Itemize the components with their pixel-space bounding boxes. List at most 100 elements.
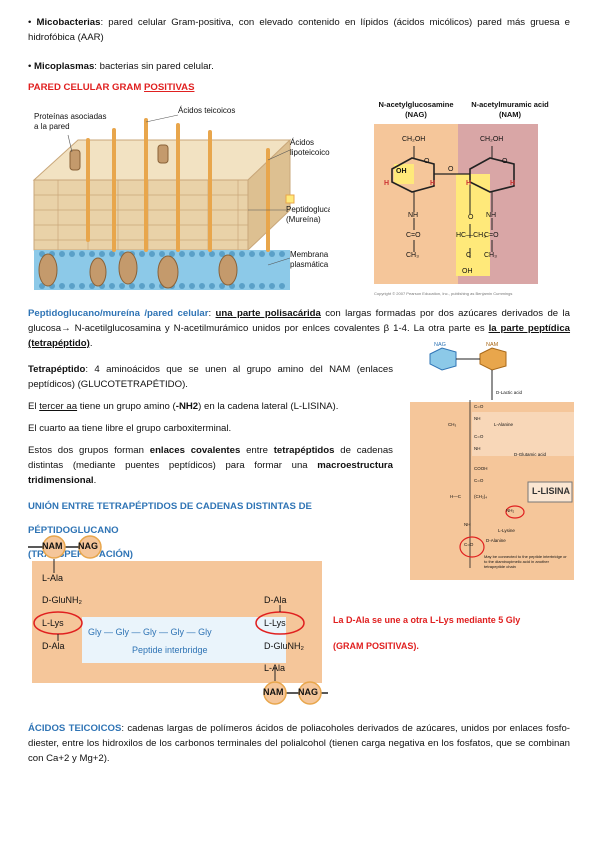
caption-line2: (GRAM POSITIVAS). bbox=[333, 641, 419, 651]
heading-subline: (TRANSPEPTIDACIÓN) bbox=[28, 549, 133, 560]
gly-3: Gly bbox=[143, 627, 157, 637]
groups-paragraph: Estos dos grupos forman enlaces covalent… bbox=[28, 443, 393, 488]
nag-nam-figure: N-acetylglucosamine (NAG) N-acetylmurami… bbox=[374, 100, 562, 300]
tetra-hc: H—C bbox=[450, 494, 461, 499]
micoplasmas-paragraph: • Micoplasmas: bacterias sin pared celul… bbox=[28, 59, 570, 74]
tetra-lysine: L-Lysine bbox=[498, 528, 515, 533]
nam-title: N-acetylmuramic acid (NAM) bbox=[471, 100, 549, 119]
label-proteins: Proteínas asociadas a la pared bbox=[34, 112, 107, 131]
bullet: • bbox=[28, 17, 32, 28]
micobacterias-text: : pared celular Gram-positiva, con eleva… bbox=[28, 17, 570, 43]
colon: : bbox=[208, 308, 216, 319]
bridge-lala-left: L-Ala bbox=[42, 573, 64, 583]
micoplasmas-text: : bacterias sin pared celular. bbox=[94, 61, 214, 72]
tetra-co-3: C=O bbox=[474, 478, 484, 483]
sugar-structures bbox=[374, 124, 538, 284]
text: El bbox=[28, 401, 40, 412]
nam-o: O bbox=[468, 214, 474, 221]
tetra-co-4: C=O bbox=[464, 542, 474, 547]
text: ) en la cadena lateral (L-LISINA). bbox=[198, 401, 339, 412]
third-aa: tercer aa bbox=[39, 401, 78, 412]
gly-4: Gly bbox=[170, 627, 185, 637]
tetra-co-1: C=O bbox=[474, 404, 484, 409]
gly-5: Gly bbox=[198, 627, 212, 637]
bridge-llys-right: L-Lys bbox=[264, 618, 286, 628]
bridge-nag-bottom: NAG bbox=[298, 687, 318, 697]
nag-ch3: CH₃ bbox=[406, 252, 419, 259]
tetra-nag: NAG bbox=[434, 342, 446, 348]
label-membrane: Membrana plasmática bbox=[290, 250, 329, 269]
bridge-llys-left: L-Lys bbox=[42, 618, 64, 628]
heading-underlined: POSITIVAS bbox=[144, 82, 195, 93]
tetra-nam: NAM bbox=[486, 342, 499, 348]
nag-co: C=O bbox=[406, 232, 421, 239]
covalent-bonds: enlaces covalentes bbox=[149, 445, 241, 456]
nam-c: C bbox=[466, 252, 472, 259]
gram-positive-wall-figure: Ácidos teicoicos Proteínas asociadas a l… bbox=[28, 100, 330, 300]
period: . bbox=[93, 475, 97, 486]
gly-1: Gly bbox=[88, 627, 102, 637]
teichoic-paragraph: ÁCIDOS TEICOICOS: cadenas largas de polí… bbox=[28, 721, 570, 766]
bridge-o: O bbox=[448, 166, 454, 173]
section-heading-gram-positive: PARED CELULAR GRAM POSITIVAS bbox=[28, 82, 194, 93]
nam-oh: OH bbox=[462, 268, 473, 275]
tetra-nh-1: NH bbox=[474, 416, 481, 421]
bridge-dglunh2-left: D-GluNH₂ bbox=[42, 595, 82, 605]
peptidoglycan-paragraph: Peptidoglucano/mureína /pared celular: u… bbox=[28, 306, 570, 351]
peptidoglycan-title: Peptidoglucano/mureína /pared celular bbox=[28, 308, 209, 319]
tetra-ch3: CH₃ bbox=[448, 422, 457, 427]
tetra-alanine: L-Alanine bbox=[494, 422, 514, 427]
caption-line1: La D-Ala se une a otra L-Lys mediante 5 … bbox=[333, 615, 521, 625]
tetrapeptide-text: : 4 aminoácidos que se unen al grupo ami… bbox=[28, 364, 393, 390]
peptidoglycan-text: con largas formadas por dos azúcares der… bbox=[28, 308, 570, 334]
gly-2: Gly bbox=[115, 627, 130, 637]
nag-ch2oh: CH₂OH bbox=[402, 136, 426, 143]
period: . bbox=[89, 338, 93, 349]
peptide-part: la parte peptídica (tetrapéptido) bbox=[28, 323, 571, 349]
text: de cadenas distintas (mediante puentes p… bbox=[28, 445, 393, 471]
tetra-co-2: C=O bbox=[474, 434, 484, 439]
polysaccharide-part: una parte polisacárida bbox=[215, 308, 321, 319]
nam-ch3: CH₃ bbox=[484, 252, 497, 259]
tetrapeptides: tetrapéptidos bbox=[273, 445, 335, 456]
nag-h-left: H bbox=[384, 180, 390, 187]
label-lipoteichoic: Ácidos lipoteicoicos bbox=[290, 138, 330, 157]
nam-ch2oh: CH₂OH bbox=[480, 136, 504, 143]
tetra-glutamic: D-Glutamic acid bbox=[514, 452, 547, 457]
teichoic-text: : cadenas largas de polímeros ácidos de … bbox=[28, 723, 571, 764]
text: El cuarto aa tiene libre el grupo carbox… bbox=[28, 423, 232, 434]
bridge-nag-top: NAG bbox=[78, 541, 98, 551]
heading-line: UNIÓN ENTRE TETRAPÉPTIDOS DE CADENAS DIS… bbox=[28, 501, 312, 536]
tetra-nh-2: NH bbox=[474, 446, 481, 451]
label-teichoic: Ácidos teicoicos bbox=[178, 106, 236, 115]
nam-nh: NH bbox=[486, 212, 497, 219]
text: entre bbox=[240, 445, 274, 456]
tetrapeptide-title: Tetrapéptido bbox=[28, 364, 86, 375]
nag-copyright: Copyright © 2007 Pearson Education, Inc.… bbox=[374, 291, 513, 296]
bullet: • bbox=[28, 61, 32, 72]
bridge-dala-left: D-Ala bbox=[42, 641, 65, 651]
fourth-aa-paragraph: El cuarto aa tiene libre el grupo carbox… bbox=[28, 421, 393, 436]
third-aa-paragraph: El tercer aa tiene un grupo amino (-NH2)… bbox=[28, 399, 393, 414]
text: tiene un grupo amino ( bbox=[77, 401, 176, 412]
macrostructure: macroestructura tridimensional bbox=[28, 460, 393, 486]
tetrapeptide-structure-figure: NAG NAM D-Lactic acid C=O NH L-Alanine C… bbox=[402, 342, 577, 582]
nh2-group: -NH2 bbox=[175, 401, 199, 412]
tetra-lactic: D-Lactic acid bbox=[496, 390, 523, 395]
bridge-nam-top: NAM bbox=[42, 541, 63, 551]
bridge-caption: La D-Ala se une a otra L-Lys mediante 5 … bbox=[333, 607, 583, 659]
tetrapeptide-illustration bbox=[410, 347, 574, 580]
section-heading-transpeptidation: UNIÓN ENTRE TETRAPÉPTIDOS DE CADENAS DIS… bbox=[28, 495, 398, 567]
bridge-interbridge-label: Peptide interbridge bbox=[132, 645, 208, 655]
nam-hc-ch3: HC—CH₃ bbox=[456, 232, 487, 239]
micobacterias-paragraph: • Micobacterias: pared celular Gram-posi… bbox=[28, 15, 570, 45]
label-peptidoglycan: Peptidoglucano (Mureína) bbox=[286, 205, 330, 224]
bridge-lala-right: L-Ala bbox=[264, 663, 286, 673]
nag-ring-o: O bbox=[424, 158, 430, 165]
text: Estos dos grupos forman bbox=[28, 445, 150, 456]
tetra-dalanine: D-Alanine bbox=[486, 538, 506, 543]
bridge-dglunh2-right: D-GluNH₂ bbox=[264, 641, 304, 651]
nag-oh: OH bbox=[396, 168, 407, 175]
nam-h-left: H bbox=[466, 180, 472, 187]
tetra-nh2: NH₂ bbox=[506, 508, 515, 513]
